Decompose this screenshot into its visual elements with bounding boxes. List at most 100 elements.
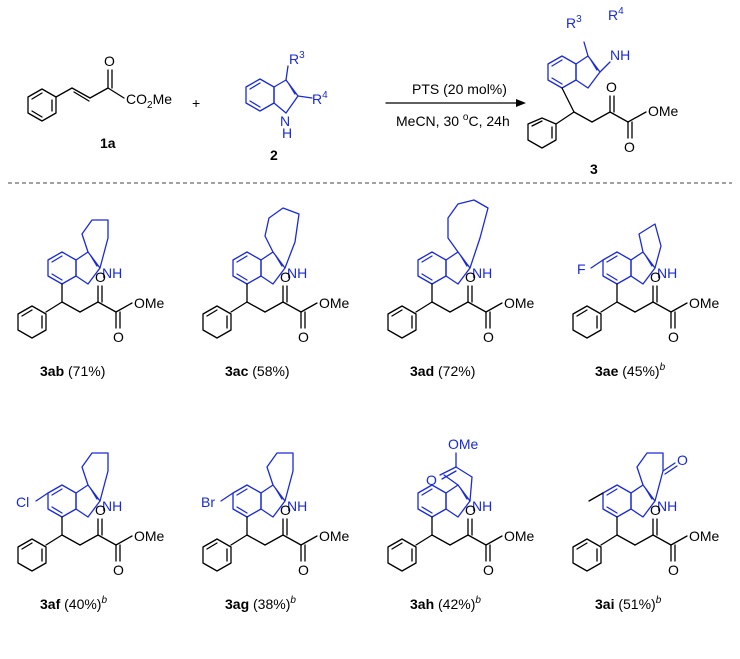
footnote-mark: b: [101, 595, 107, 606]
ch2-bond: [616, 301, 636, 313]
benzo-double-bond: [421, 255, 433, 263]
footnote-mark: b: [660, 362, 666, 373]
product-caption: 3af (40%)b: [40, 595, 107, 612]
benzene-ring: [27, 88, 57, 122]
phenyl-double-bond: [206, 309, 218, 317]
ch2-bond: [246, 301, 266, 313]
indole-benzo-ring: [417, 251, 447, 285]
ester-o-bond: [485, 302, 503, 313]
indole-benzo-ring: [245, 78, 275, 112]
ester-o: O: [113, 329, 124, 345]
indole-pyrrole-ring: [260, 251, 286, 285]
ketone-c-bond: [79, 534, 99, 546]
substituent-f: F: [577, 261, 586, 277]
indole-benzo-ring: [602, 484, 632, 518]
ester-carbonyl: [441, 470, 457, 480]
indole-pyrrole-ring: [445, 484, 471, 518]
phenyl-double-bond: [576, 542, 588, 550]
pyrrole-double-bond: [460, 255, 468, 267]
nh-label: NH: [472, 265, 492, 281]
indole-pyrrole-ring: [75, 251, 101, 285]
reagent-2-label: 2: [270, 147, 278, 163]
ester-o: O: [426, 472, 437, 488]
ester-c-bond: [282, 301, 302, 313]
phenyl-ring: [17, 305, 47, 339]
ketone-o: O: [95, 502, 106, 518]
benzo-double-bond: [421, 506, 433, 514]
phenyl-ring: [202, 305, 232, 339]
ester-c-bond: [97, 301, 117, 313]
nh-label: NH: [287, 498, 307, 514]
ch2-bond: [61, 301, 81, 313]
ome-label: OMe: [689, 528, 720, 544]
ch2-bond: [246, 534, 266, 546]
ester-o-bond: [670, 535, 688, 546]
ketone-o: O: [650, 502, 661, 518]
ketone-c-bond: [449, 534, 469, 546]
ph-bond: [415, 534, 433, 546]
indole-benzo-ring: [232, 251, 262, 285]
indole-benzo-ring: [602, 251, 632, 285]
indole-pyrrole-ring: [260, 484, 286, 518]
product-3-label: 3: [590, 161, 598, 177]
phenyl-ring: [387, 538, 417, 572]
product-yield: (71%): [64, 363, 105, 379]
product-ome-label: OMe: [648, 103, 679, 119]
nh-label: NH: [102, 498, 122, 514]
ketone-bond: [664, 465, 678, 475]
halogen-bond: [35, 492, 49, 502]
ome-label: OMe: [504, 528, 535, 544]
ester-o: O: [668, 562, 679, 578]
ester-c-bond: [97, 534, 117, 546]
ester-o: O: [113, 562, 124, 578]
product-id: 3ae: [595, 363, 619, 379]
ph-bond: [230, 301, 248, 313]
phenyl-ring: [387, 305, 417, 339]
nh-label: NH: [102, 265, 122, 281]
indole-benzo-ring: [232, 484, 262, 518]
benzo-double-bond: [236, 255, 248, 263]
pyrrole-double-bond: [275, 255, 283, 267]
product-caption: 3ad (72%): [410, 363, 475, 379]
ph-bond: [600, 534, 618, 546]
indole-benzo-ring: [47, 251, 77, 285]
phenyl-double-bond: [391, 309, 403, 317]
product-r3-label: R3: [566, 14, 582, 31]
ketone-bond: [662, 462, 676, 472]
product-id: 3ac: [225, 363, 249, 379]
nh-label: N: [280, 113, 290, 129]
ester-o-bond: [115, 302, 133, 313]
ome-label: OMe: [134, 528, 165, 544]
halogen-bond: [590, 259, 604, 269]
benzo-double-bond: [421, 273, 433, 281]
substituent-cl: Cl: [16, 494, 29, 510]
product-r4-label: R4: [608, 6, 624, 23]
product-caption: 3ag (38%)b: [225, 595, 296, 612]
indole-pyrrole-ring: [630, 484, 656, 518]
ester-o-bond: [300, 302, 318, 313]
product-indole-benzo-ring: [547, 55, 577, 89]
ketone-c-bond: [449, 301, 469, 313]
nh-label: NH: [657, 265, 677, 281]
product-ester-o: O: [624, 139, 635, 155]
r4-label: R4: [312, 90, 328, 107]
product-caption: 3ae (45%)b: [595, 362, 666, 379]
ester-label: CO2Me: [126, 91, 172, 111]
ph-bond: [45, 301, 63, 313]
product-id: 3ag: [225, 596, 249, 612]
product-id: 3ai: [595, 596, 614, 612]
ketone-o: O: [280, 502, 291, 518]
ome-label: OMe: [689, 295, 720, 311]
phenyl-ring: [17, 538, 47, 572]
ch2-bond: [469, 476, 473, 502]
product-indole-pyrrole-ring: [575, 55, 601, 89]
indole-pyrrole-ring: [273, 79, 299, 114]
ketone-c-bond: [634, 301, 654, 313]
product-yield: (51%): [614, 596, 655, 612]
footnote-mark: b: [290, 595, 296, 606]
